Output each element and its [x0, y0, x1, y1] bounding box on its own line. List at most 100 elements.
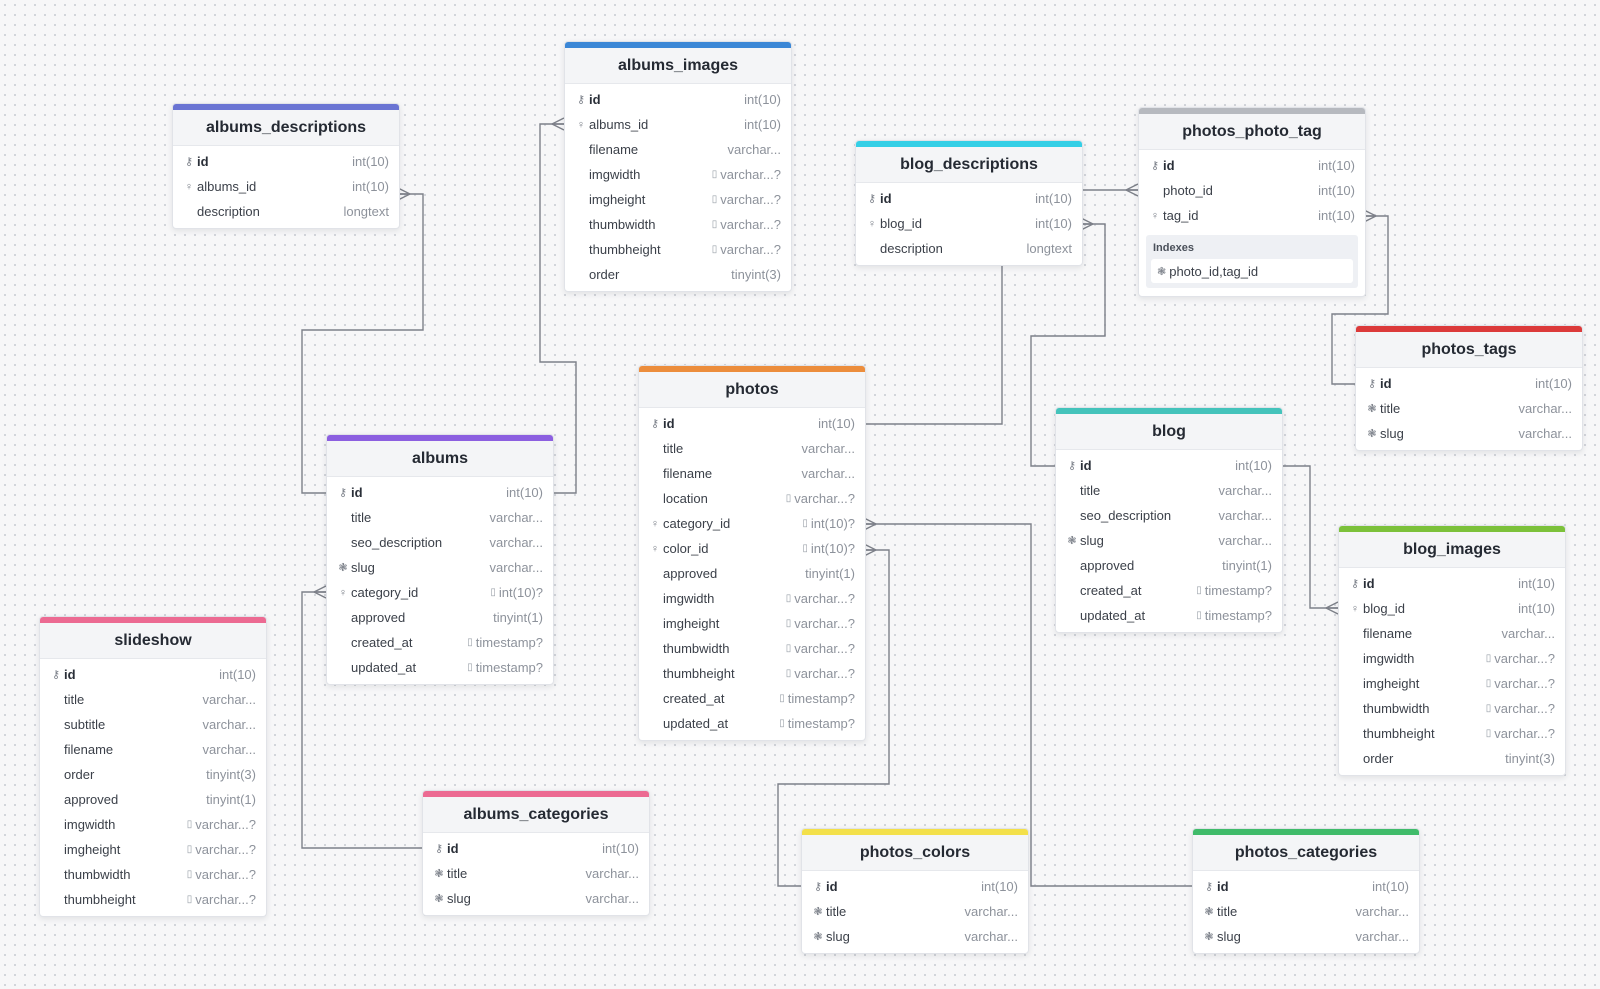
field-row[interactable]: ♀color_id▯int(10)? — [639, 536, 865, 561]
field-row[interactable]: imgheight▯varchar...? — [565, 187, 791, 212]
field-row[interactable]: location▯varchar...? — [639, 486, 865, 511]
field-row[interactable]: thumbwidth▯varchar...? — [639, 636, 865, 661]
field-row[interactable]: ♀category_id▯int(10)? — [327, 580, 553, 605]
table-title[interactable]: photos — [639, 372, 865, 408]
table-title[interactable]: photos_categories — [1193, 835, 1419, 871]
field-row[interactable]: imgwidth▯varchar...? — [639, 586, 865, 611]
table-title[interactable]: blog — [1056, 414, 1282, 450]
field-row[interactable]: imgwidth▯varchar...? — [40, 812, 266, 837]
field-row[interactable]: ♀category_id▯int(10)? — [639, 511, 865, 536]
field-row[interactable]: thumbheight▯varchar...? — [1339, 721, 1565, 746]
field-row[interactable]: thumbwidth▯varchar...? — [565, 212, 791, 237]
field-row[interactable]: imgwidth▯varchar...? — [1339, 646, 1565, 671]
field-row[interactable]: updated_at▯timestamp? — [1056, 603, 1282, 628]
table-title[interactable]: albums_categories — [423, 797, 649, 833]
field-row[interactable]: thumbheight▯varchar...? — [639, 661, 865, 686]
table-title[interactable]: photos_tags — [1356, 332, 1582, 368]
table-title[interactable]: albums — [327, 441, 553, 477]
table-title[interactable]: photos_photo_tag — [1139, 114, 1365, 150]
field-row[interactable]: created_at▯timestamp? — [327, 630, 553, 655]
table-title[interactable]: blog_descriptions — [856, 147, 1082, 183]
field-row[interactable]: imgwidth▯varchar...? — [565, 162, 791, 187]
field-row[interactable]: imgheight▯varchar...? — [1339, 671, 1565, 696]
field-row[interactable]: thumbheight▯varchar...? — [565, 237, 791, 262]
field-row[interactable]: imgheight▯varchar...? — [639, 611, 865, 636]
field-row[interactable]: thumbwidth▯varchar...? — [1339, 696, 1565, 721]
field-row[interactable]: updated_at▯timestamp? — [639, 711, 865, 736]
table-title[interactable]: slideshow — [40, 623, 266, 659]
index-item[interactable]: ❃photo_id,tag_id — [1151, 259, 1353, 283]
field-row[interactable]: thumbwidth▯varchar...? — [40, 862, 266, 887]
field-row[interactable]: updated_at▯timestamp? — [327, 655, 553, 680]
field-row[interactable]: created_at▯timestamp? — [1056, 578, 1282, 603]
field-row[interactable]: created_at▯timestamp? — [639, 686, 865, 711]
field-row[interactable]: thumbheight▯varchar...? — [40, 887, 266, 912]
table-title[interactable]: albums_descriptions — [173, 110, 399, 146]
table-title[interactable]: blog_images — [1339, 532, 1565, 568]
table-title[interactable]: photos_colors — [802, 835, 1028, 871]
field-row[interactable]: imgheight▯varchar...? — [40, 837, 266, 862]
